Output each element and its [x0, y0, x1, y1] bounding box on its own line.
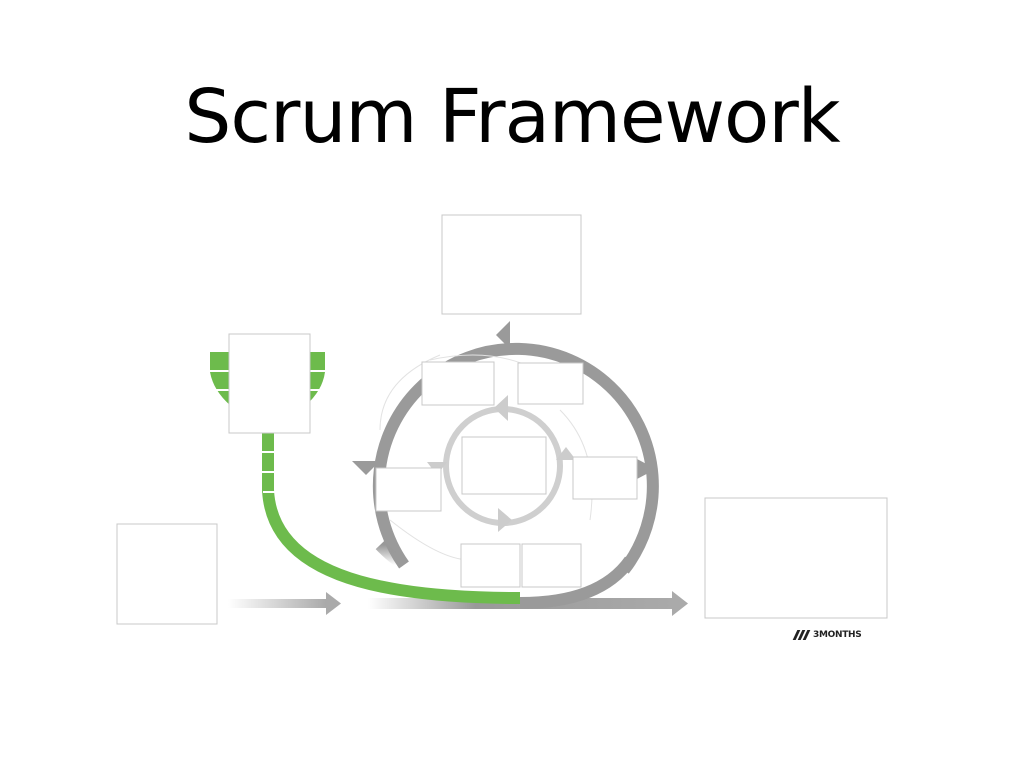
box-sprint-backlog — [517, 362, 584, 405]
box-team — [375, 467, 442, 512]
logo-slashes-icon — [792, 630, 811, 640]
box-review — [460, 543, 521, 588]
box-daily-scrum — [461, 436, 547, 495]
box-scrum-master — [572, 456, 638, 500]
logo-text: 3MONTHS — [813, 630, 862, 640]
slide-title: Scrum Framework — [184, 74, 840, 160]
daily-cycle-ring — [427, 395, 576, 532]
inner-arrow-top-icon — [494, 395, 508, 421]
ring-arrow-left-icon — [352, 461, 380, 475]
ring-arrow-right-icon — [637, 459, 656, 479]
box-sprint-planning — [421, 361, 495, 406]
box-inputs — [116, 523, 218, 625]
placeholder-boxes — [116, 214, 888, 625]
box-vision — [441, 214, 582, 315]
ring-arrow-top-icon — [496, 321, 510, 349]
box-retrospective — [521, 543, 582, 588]
inner-arrow-right-icon — [556, 447, 576, 460]
box-increment — [704, 497, 888, 619]
box-backlog-card — [228, 333, 311, 434]
inner-arrow-bottom-icon — [498, 508, 512, 532]
company-logo: 3MONTHS — [792, 628, 862, 642]
input-flow-arrow — [228, 592, 341, 615]
